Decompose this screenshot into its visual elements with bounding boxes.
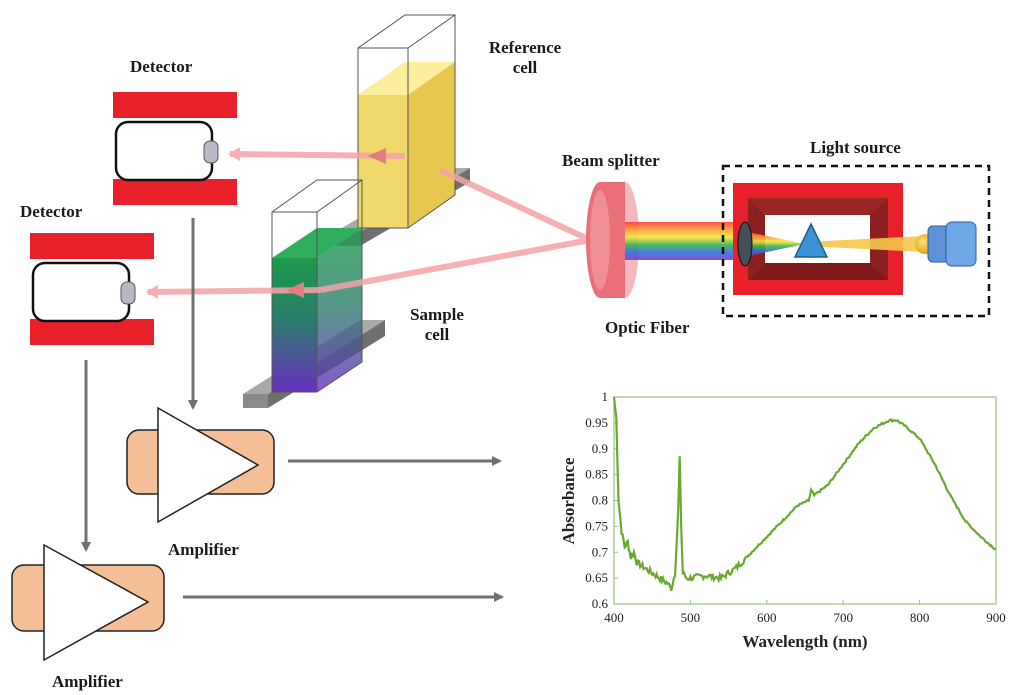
sample-cell bbox=[243, 179, 385, 408]
x-axis-label: Wavelength (nm) bbox=[742, 632, 867, 651]
x-tick-label: 900 bbox=[986, 610, 1006, 625]
reference-cell-label-line2: cell bbox=[512, 58, 538, 77]
reference-cell-label: Reference cell bbox=[470, 38, 580, 78]
optic-fiber-rainbow bbox=[625, 222, 735, 260]
detector-bottom bbox=[30, 233, 154, 345]
signal-arrows bbox=[81, 218, 504, 602]
absorbance-spectrum-chart: 0.6 0.65 0.7 0.75 0.8 0.85 0.9 0.95 1 400 500 600 7… bbox=[559, 389, 1006, 651]
sample-cell-label-line1: Sample bbox=[410, 305, 464, 324]
sample-cell-label-line2: cell bbox=[424, 325, 450, 344]
y-axis-ticks: 0.6 0.65 0.7 0.75 0.8 0.85 0.9 0.95 1 bbox=[585, 389, 618, 611]
amplifier-top-label: Amplifier bbox=[168, 540, 239, 559]
reference-cell-label-line1: Reference bbox=[488, 38, 562, 57]
y-tick-label: 0.9 bbox=[592, 441, 608, 456]
light-source-box bbox=[721, 164, 991, 318]
amplifier-top bbox=[126, 406, 275, 524]
detector-top-label: Detector bbox=[130, 57, 193, 76]
beam-splitter bbox=[586, 182, 639, 298]
y-tick-label: 1 bbox=[602, 389, 609, 404]
amplifier-bottom bbox=[11, 543, 165, 662]
y-tick-label: 0.65 bbox=[585, 570, 608, 585]
x-axis-ticks: 400 500 600 700 800 900 bbox=[604, 600, 1006, 625]
light-source-label: Light source bbox=[810, 138, 901, 157]
light-beams bbox=[146, 147, 592, 299]
y-tick-label: 0.75 bbox=[585, 518, 608, 533]
x-tick-label: 400 bbox=[604, 610, 624, 625]
plot-frame bbox=[613, 396, 997, 605]
detector-top bbox=[113, 92, 237, 205]
y-tick-label: 0.7 bbox=[592, 544, 609, 559]
y-axis-label: Absorbance bbox=[559, 457, 578, 544]
y-tick-label: 0.85 bbox=[585, 467, 608, 482]
amplifier-bottom-label: Amplifier bbox=[52, 672, 123, 691]
x-tick-label: 700 bbox=[833, 610, 853, 625]
y-tick-label: 0.6 bbox=[592, 596, 609, 611]
x-tick-label: 500 bbox=[681, 610, 701, 625]
y-tick-label: 0.8 bbox=[592, 493, 608, 508]
beam-splitter-label: Beam splitter bbox=[562, 151, 660, 170]
x-tick-label: 800 bbox=[910, 610, 930, 625]
sample-cell-label: Sample cell bbox=[392, 305, 482, 345]
absorbance-series-line bbox=[612, 396, 997, 591]
detector-bottom-label: Detector bbox=[20, 202, 83, 221]
beam-arrowheads-in-cells bbox=[286, 148, 386, 298]
x-tick-label: 600 bbox=[757, 610, 777, 625]
optic-fiber-label: Optic Fiber bbox=[605, 318, 690, 337]
reference-cell bbox=[335, 14, 470, 246]
y-tick-label: 0.95 bbox=[585, 415, 608, 430]
